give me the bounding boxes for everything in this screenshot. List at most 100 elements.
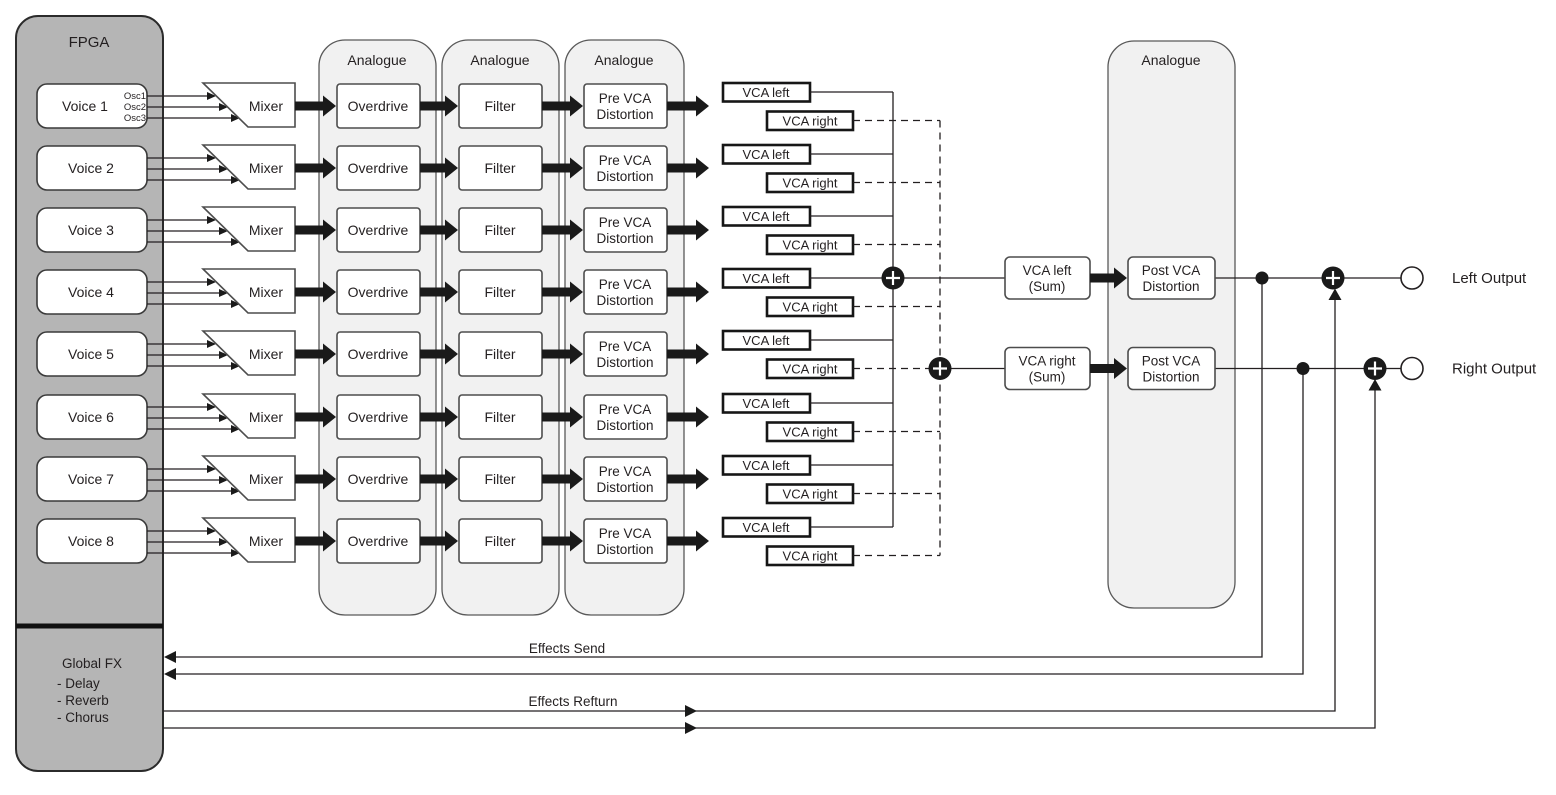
global-fx-title: Global FX: [62, 656, 122, 671]
junction-dot: [1296, 362, 1310, 375]
overdrive-label: Overdrive: [348, 222, 409, 238]
voice-label: Voice 7: [68, 471, 114, 487]
pre-vca-label: Pre VCA: [599, 153, 652, 168]
arrowhead-into-fpga: [164, 668, 176, 680]
pre-vca-label: Distortion: [596, 107, 653, 122]
voice-box: [36, 394, 148, 440]
left-output-jack: [1400, 266, 1424, 290]
mixer-shape: [201, 393, 296, 439]
thick-arrow: [667, 530, 709, 552]
vca-right-label: VCA right: [783, 362, 838, 377]
filter-label: Filter: [484, 98, 515, 114]
vca-right-label: VCA right: [783, 425, 838, 440]
pre-vca-label: Distortion: [596, 293, 653, 308]
right-output-adder: [1363, 357, 1387, 380]
mixer-label: Mixer: [249, 471, 284, 487]
arrowhead-up: [1368, 379, 1382, 391]
thick-arrow: [667, 406, 709, 428]
osc-label: Osc2: [124, 102, 146, 113]
vca-right-sum-label: (Sum): [1029, 370, 1066, 385]
mixer-input-lines: [147, 403, 240, 433]
thick-arrow: [542, 468, 583, 490]
thick-arrow: [420, 343, 458, 365]
pre-vca-label: Distortion: [596, 231, 653, 246]
arrowhead-up: [1328, 288, 1342, 300]
mixer-shape: [201, 455, 296, 501]
thick-arrow: [1090, 267, 1127, 289]
vca-right-label: VCA right: [783, 487, 838, 502]
left-output-adder: [1321, 266, 1345, 290]
analogue-label: Analogue: [1141, 52, 1200, 68]
mixer-input-lines: [147, 154, 240, 184]
filter-label: Filter: [484, 222, 515, 238]
vca-left-label: VCA left: [743, 147, 790, 162]
effects-return-left-wire: [163, 290, 1336, 712]
thick-arrow: [295, 468, 336, 490]
arrowhead-into-fpga: [164, 651, 176, 663]
mixer-label: Mixer: [249, 284, 284, 300]
effects-send-left-wire: [176, 278, 1263, 658]
left-sum-adder: [881, 266, 905, 290]
pre-vca-label: Pre VCA: [599, 402, 652, 417]
vca-left-label: VCA left: [743, 396, 790, 411]
overdrive-label: Overdrive: [348, 346, 409, 362]
vca-left-label: VCA left: [743, 209, 790, 224]
thick-arrow: [542, 95, 583, 117]
voice-row: Voice 6 Mixer Overdrive Filter Pre VCA D…: [36, 392, 940, 443]
global-fx-item: - Chorus: [57, 710, 109, 725]
pre-vca-label: Distortion: [596, 480, 653, 495]
pre-vca-label: Distortion: [596, 418, 653, 433]
pre-vca-label: Pre VCA: [599, 339, 652, 354]
voice-label: Voice 6: [68, 409, 114, 425]
thick-arrow: [667, 157, 709, 179]
left-output-label: Left Output: [1452, 270, 1527, 287]
post-vca-label: Post VCA: [1142, 354, 1201, 369]
thick-arrow: [667, 468, 709, 490]
voice-box: [36, 518, 148, 564]
post-vca-label: Distortion: [1142, 279, 1199, 294]
analogue-column-postvca: [1107, 40, 1236, 609]
voice-row: Voice 3 Mixer Overdrive Filter Pre VCA D…: [36, 205, 940, 256]
pre-vca-label: Pre VCA: [599, 526, 652, 541]
thick-arrow: [542, 406, 583, 428]
vca-left-label: VCA left: [743, 271, 790, 286]
voice-label: Voice 1: [62, 98, 108, 114]
mixer-label: Mixer: [249, 346, 284, 362]
arrowhead-right: [685, 722, 697, 734]
mixer-input-lines: [147, 527, 240, 557]
effects-return-right-wire: [163, 380, 1376, 729]
voice-label: Voice 5: [68, 346, 114, 362]
vca-left-sum-label: VCA left: [1023, 263, 1072, 278]
osc-label: Osc1: [124, 91, 146, 102]
thick-arrow: [1090, 358, 1127, 379]
mixer-input-lines: [147, 465, 240, 495]
vca-left-label: VCA left: [743, 85, 790, 100]
mixer-shape: [201, 517, 296, 563]
overdrive-label: Overdrive: [348, 533, 409, 549]
vca-right-label: VCA right: [783, 549, 838, 564]
pre-vca-label: Pre VCA: [599, 215, 652, 230]
pre-vca-label: Pre VCA: [599, 464, 652, 479]
thick-arrow: [420, 406, 458, 428]
voice-row: Voice 8 Mixer Overdrive Filter Pre VCA D…: [36, 516, 940, 567]
voice-label: Voice 8: [68, 533, 114, 549]
thick-arrow: [295, 281, 336, 303]
vca-right-sum-label: VCA right: [1018, 354, 1075, 369]
thick-arrow: [295, 406, 336, 428]
thick-arrow: [420, 468, 458, 490]
voice-box: [36, 145, 148, 191]
osc-label: Osc3: [124, 113, 146, 124]
filter-label: Filter: [484, 346, 515, 362]
thick-arrow: [542, 219, 583, 241]
thick-arrow: [295, 219, 336, 241]
mixer-input-lines: [147, 278, 240, 308]
overdrive-label: Overdrive: [348, 160, 409, 176]
mixer-shape: [201, 144, 296, 190]
vca-left-label: VCA left: [743, 333, 790, 348]
thick-arrow: [420, 95, 458, 117]
overdrive-label: Overdrive: [348, 284, 409, 300]
thick-arrow: [667, 343, 709, 365]
pre-vca-label: Pre VCA: [599, 277, 652, 292]
voice-row: Voice 7 Mixer Overdrive Filter Pre VCA D…: [36, 454, 940, 505]
